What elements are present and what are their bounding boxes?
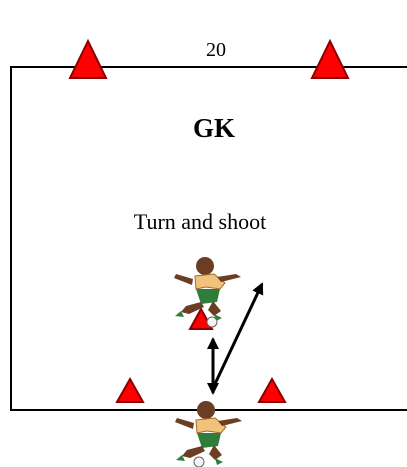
attacking-player-icon [174,257,241,321]
top-left-cone-icon [68,38,108,79]
distance-label: 20 [206,39,226,61]
drill-caption: Turn and shoot [134,209,266,234]
upper-ball-icon [206,316,218,328]
center-cone-icon [188,306,214,330]
bottom-left-cone-icon [115,376,145,403]
top-right-cone-icon [310,38,350,79]
goalkeeper-label: GK [193,113,235,143]
shot-arrow [212,282,264,387]
bottom-right-cone-icon [257,376,287,403]
passing-player-icon [175,401,242,465]
lower-ball-icon [193,456,205,467]
